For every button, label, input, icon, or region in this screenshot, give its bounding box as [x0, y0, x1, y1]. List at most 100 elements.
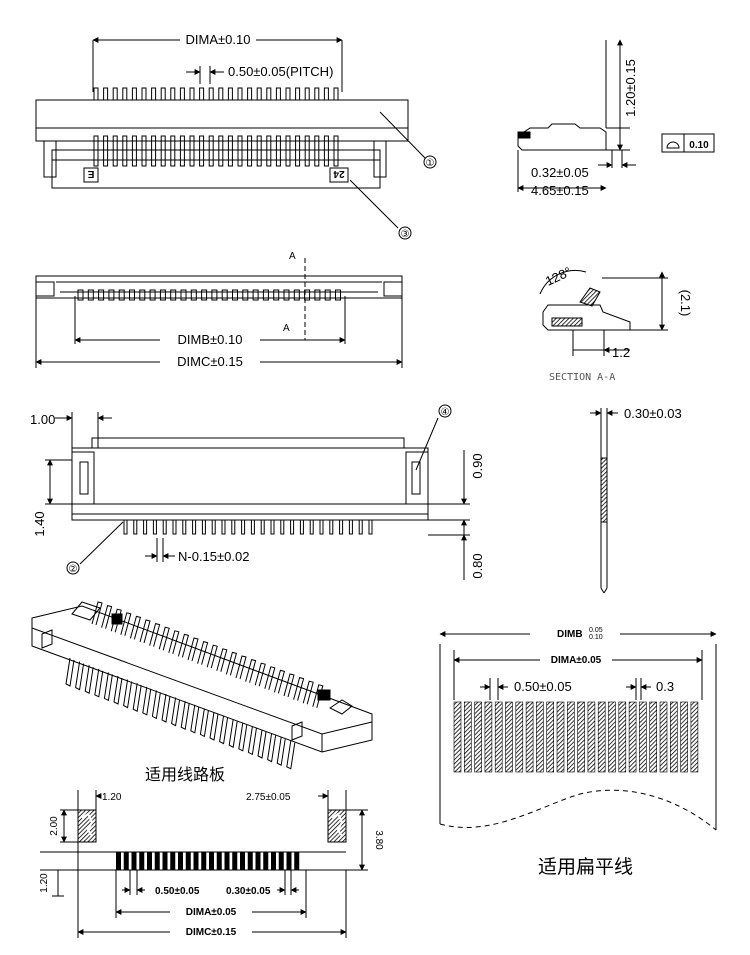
top-pin-tail	[266, 87, 272, 101]
bottom-pin	[232, 289, 238, 301]
bottom-pin	[180, 289, 187, 301]
pcb-pad	[201, 852, 207, 870]
front-080-label: 0.80	[470, 553, 485, 578]
top-pin-tail	[189, 87, 195, 101]
top-pin-contact	[131, 135, 137, 167]
top-pin-contact	[179, 135, 185, 167]
pcb-200-label: 2.00	[49, 816, 60, 836]
top-pin-contact	[199, 135, 205, 167]
front-090-label: 0.90	[470, 453, 485, 478]
ffc-conductor	[680, 701, 688, 773]
iso-pin-top	[139, 619, 151, 644]
dim-b-label: DIMB±0.10	[178, 332, 243, 347]
bottom-pin	[77, 289, 84, 301]
top-view-pins	[93, 87, 339, 167]
ffc-conductor	[556, 701, 565, 773]
top-pin-tail	[160, 87, 166, 101]
top-pin-tail	[218, 87, 224, 101]
ffc-conductor	[494, 701, 503, 773]
ffc-conductors	[453, 701, 699, 773]
pcb-pad	[247, 852, 253, 870]
iso-pin-top	[254, 662, 266, 687]
iso-pin-tail	[132, 683, 142, 712]
top-pin-contact	[227, 135, 233, 167]
ffc-conductor	[505, 701, 513, 773]
flatness-value: 0.10	[689, 140, 709, 151]
iso-pin-tail	[113, 675, 123, 705]
pcb-pad-width-label: 0.30±0.05	[226, 886, 271, 897]
top-pin-contact	[189, 135, 195, 167]
bottom-pin	[283, 289, 290, 301]
callout-2: ②	[69, 564, 78, 575]
front-pin	[270, 519, 275, 535]
top-pin-contact	[333, 135, 339, 167]
iso-pin-top	[158, 626, 170, 651]
bottom-pin	[98, 289, 105, 301]
bottom-pin	[324, 289, 331, 301]
ffc-conductor	[515, 701, 524, 773]
top-pin-tail	[93, 87, 99, 101]
top-pin-contact	[314, 135, 320, 167]
top-pin-contact	[160, 135, 166, 167]
iso-pin-top	[177, 633, 190, 658]
pcb-pad	[286, 852, 292, 870]
front-pin	[299, 519, 304, 535]
top-pin-tail	[304, 87, 310, 101]
section-12-label: 1.2	[612, 345, 630, 360]
ffc-conductor	[587, 701, 596, 773]
ffc-conductor	[453, 701, 462, 773]
front-pin	[162, 519, 167, 535]
iso-pin-tail	[228, 719, 238, 748]
pcb-pad	[139, 852, 145, 870]
iso-pin-tail	[65, 657, 75, 687]
front-pin	[192, 519, 197, 535]
front-pin	[309, 519, 314, 535]
front-pin	[201, 519, 206, 535]
bottom-pin	[335, 289, 341, 301]
front-pin	[241, 519, 246, 535]
bottom-pin	[221, 289, 228, 301]
top-pin-tail	[237, 87, 243, 101]
section-mark-bottom: A	[283, 323, 290, 334]
iso-pin-tail	[75, 661, 85, 691]
bottom-pin	[170, 289, 177, 301]
iso-pin-tail	[276, 737, 286, 766]
pcb-dimc-label: DIMC±0.15	[186, 927, 237, 938]
pcb-footprint	[40, 790, 368, 938]
iso-pin-top	[245, 658, 257, 683]
top-pin-tail	[295, 87, 301, 101]
bottom-pin	[211, 289, 218, 301]
pin-last-mark: 24	[333, 168, 345, 179]
front-pin	[280, 519, 285, 535]
ffc-conductor	[484, 701, 493, 773]
iso-pin-tail	[84, 665, 94, 694]
bottom-pin	[262, 289, 269, 301]
iso-pin-top	[110, 608, 122, 633]
iso-pin-tail	[238, 722, 248, 752]
pcb-pitch-label: 0.50±0.05	[155, 886, 200, 897]
callout-4: ④	[441, 407, 450, 418]
top-pin-tail	[112, 87, 118, 101]
top-pin-contact	[256, 135, 262, 167]
ffc-conductor	[649, 701, 658, 773]
ffc-conductor	[525, 701, 534, 773]
ffc-dima-label: DIMA±0.05	[551, 655, 602, 666]
pcb-pad	[170, 852, 176, 870]
top-pin-contact	[208, 135, 214, 167]
front-view-pins	[123, 519, 373, 535]
ffc-cable-view	[439, 631, 717, 831]
isometric-view	[31, 601, 373, 753]
bottom-pin	[252, 289, 259, 301]
top-pin-tail	[122, 87, 128, 101]
ffc-pitch-label: 0.50±0.05	[514, 679, 572, 694]
top-pin-tail	[314, 87, 320, 101]
front-pin	[152, 519, 157, 535]
top-pin-tail	[323, 87, 329, 101]
iso-pin-top	[225, 651, 238, 676]
section-21-label: (2.1)	[678, 290, 693, 317]
iso-pin-tail	[161, 693, 171, 723]
front-pin	[211, 519, 216, 535]
iso-pin-top	[264, 666, 276, 690]
top-pin-tail	[333, 87, 339, 101]
pcb-pad	[131, 852, 137, 870]
